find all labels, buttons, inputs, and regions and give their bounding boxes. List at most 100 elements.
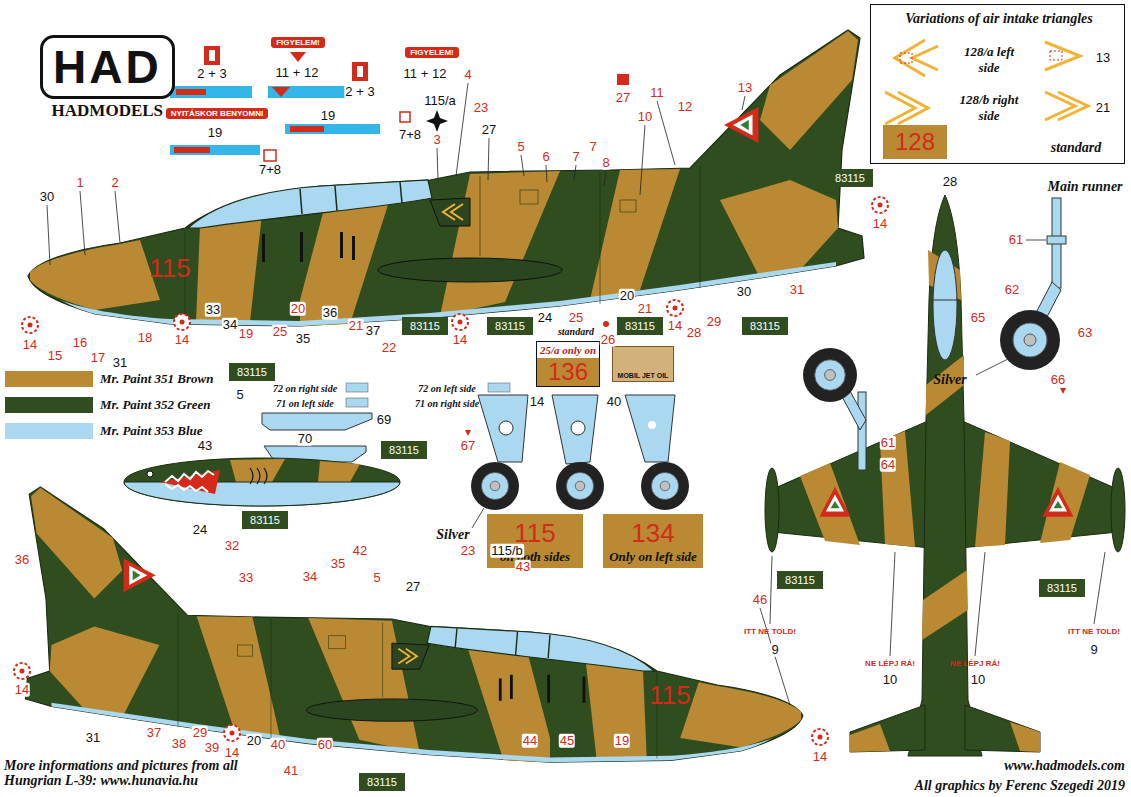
callout-number: 65	[970, 311, 986, 325]
gear-door	[478, 395, 528, 462]
callout-number: 43	[197, 439, 213, 453]
leader-line	[47, 205, 50, 265]
note-text: 134	[631, 518, 674, 549]
plan-view	[933, 300, 957, 301]
variation-graphic	[900, 53, 912, 63]
gear-door	[625, 395, 675, 462]
serial-decal: 83115	[402, 317, 448, 335]
stencil-graphic	[285, 124, 380, 134]
roundel-marker	[667, 300, 683, 316]
callout-number: 2	[110, 176, 119, 190]
callout-number: 10	[970, 673, 986, 687]
callout-number: 33	[238, 571, 254, 585]
gear-door	[648, 421, 656, 429]
plan-view	[850, 724, 890, 752]
variation-graphic	[1050, 51, 1062, 60]
callout-number: 115/a	[423, 94, 457, 108]
leader-line	[472, 508, 484, 528]
callout-number: 5	[516, 140, 525, 154]
leader-line	[742, 96, 745, 110]
leader-line	[115, 191, 120, 243]
callout-number: 46	[752, 593, 768, 607]
serial-number: 83115	[835, 172, 865, 184]
callout-number: 36	[14, 553, 30, 567]
callout-number: 62	[1004, 283, 1020, 297]
nose-gear	[858, 392, 866, 470]
callout-number: 67	[460, 439, 476, 453]
variation-graphic	[898, 92, 928, 124]
serial-number: 83115	[785, 574, 815, 586]
note-box: 25/a only on136	[536, 341, 600, 387]
note-text: ITT NE TOLD!	[744, 628, 796, 637]
decal-number: 115	[649, 681, 690, 710]
callout-number: 2 + 3	[196, 67, 227, 81]
leader-line	[80, 191, 85, 255]
note-text: 72 on right side	[273, 383, 337, 394]
callout-number: 3	[432, 133, 441, 147]
callout-number: 27	[615, 91, 631, 105]
callout-number: 15	[47, 349, 63, 363]
stencil-graphic	[170, 86, 252, 98]
serial-number: 83115	[237, 366, 267, 378]
variation-graphic	[885, 92, 915, 124]
callout-number: 36	[322, 306, 338, 320]
callout-number: 31	[112, 356, 128, 370]
plan-view	[922, 570, 968, 640]
leader-line	[976, 358, 1010, 375]
callout-number: 29	[706, 315, 722, 329]
leader-line	[521, 155, 524, 176]
leader-line	[47, 83, 1105, 705]
callout-number: 45	[559, 734, 575, 748]
leader-line	[1026, 240, 1046, 241]
legend-text: Mr. Paint 353 Blue	[100, 423, 203, 439]
callout-number: 14	[14, 683, 30, 697]
callout-number: 2 + 3	[344, 85, 375, 99]
roundel-marker	[224, 725, 240, 741]
callout-number: 61	[880, 436, 896, 450]
callout-number: 10	[637, 110, 653, 124]
plan-view	[800, 250, 1090, 752]
callout-number: 28	[686, 326, 702, 340]
callout-number: 10	[882, 673, 898, 687]
callout-number: 34	[222, 318, 238, 332]
callout-number: 23	[473, 101, 489, 115]
callout-number: 11	[649, 86, 665, 100]
note-text: Only on left side	[609, 549, 697, 565]
callout-number: 17	[90, 351, 106, 365]
roundel-marker	[452, 314, 468, 330]
callout-number: 26	[600, 333, 616, 347]
note-text: 25/a only on	[537, 342, 599, 358]
callout-number: 19	[614, 734, 630, 748]
callout-number: 40	[606, 395, 622, 409]
plan-view	[908, 195, 982, 756]
drop-tank	[124, 482, 400, 506]
callout-number: 6	[541, 150, 550, 164]
callout-number: 18	[137, 331, 153, 345]
callout-number: 7+8	[258, 163, 282, 177]
leader-line	[640, 125, 645, 195]
color-swatch	[5, 371, 93, 387]
callout-number: 14	[667, 319, 683, 333]
note-text: Silver	[436, 527, 469, 542]
panel-text: 128/a left side	[958, 44, 1020, 76]
callout-number: 25	[272, 325, 288, 339]
roundel-marker	[22, 317, 38, 333]
stencil-graphic	[603, 321, 609, 327]
plan-view	[765, 195, 1125, 756]
serial-number: 83115	[389, 444, 419, 456]
stencil-graphic	[465, 430, 471, 436]
serial-number: 83115	[410, 320, 440, 332]
serial-decal: 83115	[1039, 579, 1085, 597]
serial-number: 83115	[1047, 582, 1077, 594]
callout-number: 19	[320, 109, 336, 123]
serial-decal: 83115	[487, 317, 533, 335]
legend-row: Mr. Paint 352 Green	[5, 397, 211, 413]
callout-number: 21	[637, 302, 653, 316]
callout-number: 64	[880, 458, 896, 472]
note-text: All graphics by Ferenc Szegedi 2019	[915, 778, 1125, 793]
callout-number: 14	[174, 333, 190, 347]
callout-number: 37	[146, 726, 162, 740]
panel-text: 21	[1096, 100, 1110, 115]
callout-number: 11 + 12	[403, 67, 448, 81]
